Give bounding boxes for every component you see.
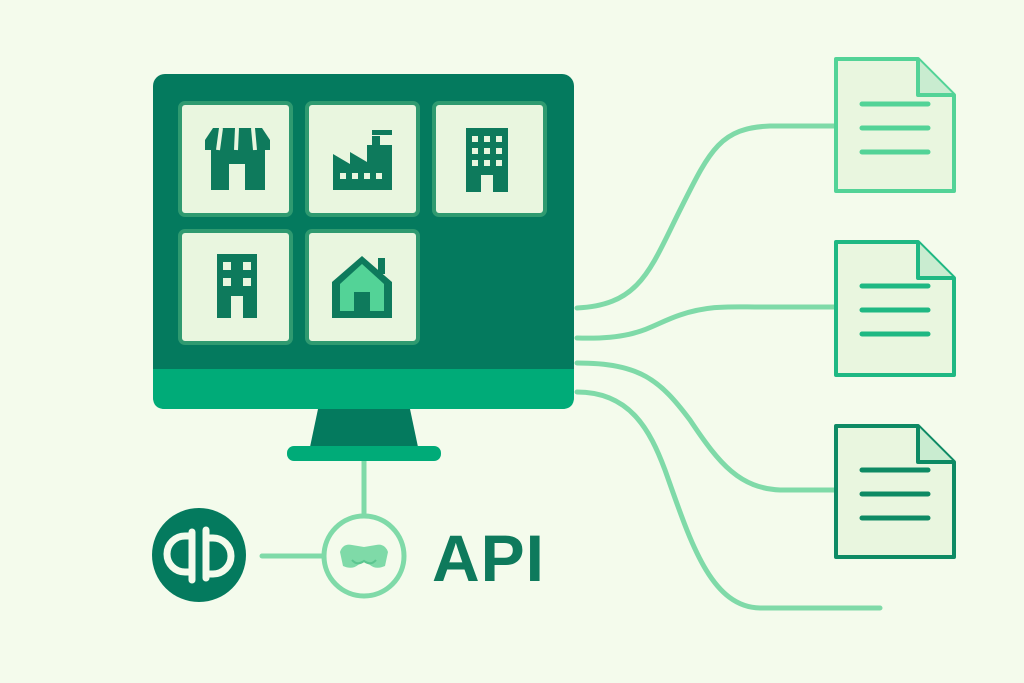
- monitor-neck: [310, 409, 418, 447]
- document-icon: [834, 57, 956, 193]
- document-2[interactable]: [834, 240, 956, 377]
- quickbooks-logo-icon: [152, 508, 246, 602]
- tile-store[interactable]: [178, 101, 293, 217]
- connector-lines: [259, 123, 883, 611]
- line-to-document-2: [574, 304, 838, 341]
- apartment-building-icon: [217, 254, 257, 318]
- document-3[interactable]: [834, 424, 956, 559]
- store-icon: [205, 127, 270, 190]
- api-label: API: [432, 521, 546, 595]
- tile-office[interactable]: [432, 101, 547, 217]
- tile-apartment[interactable]: [178, 229, 293, 345]
- line-to-document-3: [574, 360, 838, 493]
- document-list: [834, 57, 956, 559]
- document-icon: [834, 424, 956, 559]
- tile-grid: [178, 101, 547, 345]
- handshake-icon: [340, 544, 388, 568]
- monitor-stand: [287, 446, 441, 461]
- line-to-open-end: [574, 389, 883, 611]
- office-building-icon: [466, 128, 508, 192]
- monitor-base-strip: [153, 369, 574, 409]
- factory-icon: [333, 130, 392, 190]
- line-to-document-1: [574, 123, 838, 311]
- tile-factory[interactable]: [305, 101, 420, 217]
- document-1[interactable]: [834, 57, 956, 193]
- document-icon: [834, 240, 956, 377]
- api-connector[interactable]: [321, 513, 407, 599]
- tile-house[interactable]: [305, 229, 420, 345]
- house-icon: [332, 256, 392, 318]
